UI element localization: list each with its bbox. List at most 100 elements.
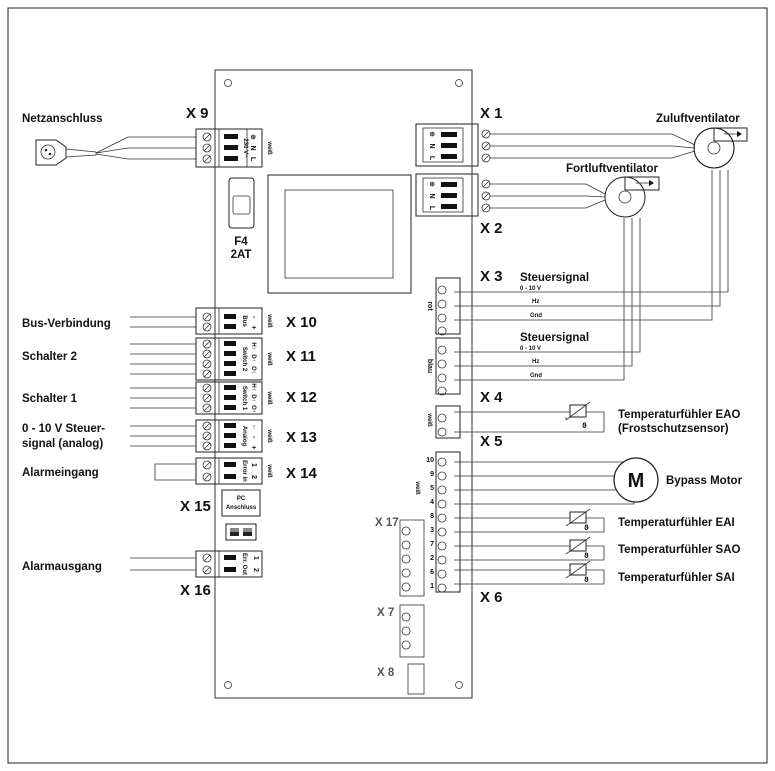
x12-connector bbox=[195, 381, 263, 415]
steuersignal-gnd-1: Gnd bbox=[530, 313, 542, 319]
motor-symbol: M bbox=[628, 470, 645, 492]
sao-wires bbox=[454, 545, 605, 561]
eai-theta: ϑ bbox=[584, 524, 589, 532]
steuersignal-hz-2: Hz bbox=[532, 359, 539, 365]
x9-pin-voltage: 230 V~ bbox=[242, 138, 248, 158]
x12-pin-c: O↑ bbox=[250, 405, 256, 413]
x9-pin-n: N bbox=[249, 145, 256, 150]
x12-pin-b: D↑ bbox=[250, 394, 256, 401]
x14-pin-1: 1 bbox=[250, 463, 257, 467]
steuersignal-title-2: Steuersignal bbox=[520, 332, 589, 344]
fuse-name: F4 bbox=[234, 236, 248, 248]
steuersignal-volt-1: 0 - 10 V bbox=[520, 286, 541, 292]
x13-pin-name: Analog bbox=[241, 426, 247, 447]
pc-port bbox=[221, 489, 261, 517]
x13-label: X 13 bbox=[286, 429, 317, 446]
fortluft-label: Fortluftventilator bbox=[566, 163, 659, 175]
x14-color: weiß bbox=[266, 463, 272, 478]
steuersignal-title-1: Steuersignal bbox=[520, 272, 589, 284]
x16-pin-1: 1 bbox=[252, 556, 259, 560]
x9-color: weiß bbox=[266, 140, 272, 155]
x11-color: weiß bbox=[266, 351, 272, 366]
schalter1-label: Schalter 1 bbox=[22, 393, 78, 405]
x5-pin-numbers: 10 9 5 4 8 3 7 2 6 1 bbox=[426, 457, 434, 590]
x13-connector bbox=[195, 419, 263, 453]
mains-plug-icon bbox=[35, 139, 97, 166]
x5-pin: 3 bbox=[430, 527, 434, 534]
steuersignal-hz-1: Hz bbox=[532, 299, 539, 305]
x8-connector bbox=[407, 663, 425, 695]
x11-pin-b: D↑ bbox=[250, 354, 256, 361]
x5-pin: 7 bbox=[430, 541, 434, 548]
x4-color-blau: blau bbox=[426, 359, 433, 373]
x5-pin: 6 bbox=[430, 569, 434, 576]
x12-pin-name: Switch 1 bbox=[241, 386, 247, 411]
board-hole bbox=[224, 79, 232, 87]
x3-wires-rot bbox=[454, 170, 729, 321]
eai-wires bbox=[454, 517, 605, 533]
x5-pin: 1 bbox=[430, 583, 434, 590]
x4-label: X 4 bbox=[480, 389, 503, 406]
analog-wires bbox=[130, 425, 196, 447]
x13-pin-plus: + bbox=[252, 445, 256, 452]
x10-pin-minus: - bbox=[253, 314, 256, 321]
x14-pin-2: 2 bbox=[250, 475, 257, 479]
eai-label: Temperaturfühler EAI bbox=[618, 517, 735, 529]
x4-color: weiß bbox=[426, 412, 432, 427]
alarmeingang-label: Alarmeingang bbox=[22, 467, 99, 479]
sai-sensor-icon bbox=[565, 560, 591, 579]
x11-label: X 11 bbox=[286, 348, 316, 365]
x5-pin: 4 bbox=[430, 499, 434, 506]
board-hole bbox=[224, 681, 232, 689]
x10-label: X 10 bbox=[286, 314, 317, 331]
transformer bbox=[267, 174, 412, 294]
x1-pin-pe: ⊕ bbox=[428, 131, 436, 137]
bus-wires bbox=[130, 316, 196, 328]
fortluft-fan-icon bbox=[604, 176, 660, 218]
dip-switch bbox=[225, 523, 257, 541]
x2-label: X 2 bbox=[480, 220, 503, 237]
board-hole bbox=[455, 79, 463, 87]
x3-wires-blau bbox=[454, 218, 641, 381]
x5-pin: 5 bbox=[430, 485, 434, 492]
x16-pin-2: 2 bbox=[252, 568, 259, 572]
x4-connector bbox=[435, 405, 461, 439]
bypass-motor-icon bbox=[613, 457, 659, 503]
zuluft-label: Zuluftventilator bbox=[656, 113, 740, 125]
steuer-label-1: 0 - 10 V Steuer- bbox=[22, 423, 105, 435]
x5-pin: 8 bbox=[430, 513, 434, 520]
fuse-body bbox=[232, 195, 251, 215]
eao-label-1: Temperaturfühler EAO bbox=[618, 409, 741, 421]
x14-pin-name: Error In bbox=[241, 460, 247, 482]
schalter2-label: Schalter 2 bbox=[22, 351, 77, 363]
eao-theta: ϑ bbox=[582, 422, 587, 430]
x5-pin: 9 bbox=[430, 471, 434, 478]
sao-label: Temperaturfühler SAO bbox=[618, 544, 741, 556]
schalter1-wires bbox=[130, 387, 196, 409]
x16-pin-name: Err. Out bbox=[241, 553, 247, 575]
x8-label: X 8 bbox=[377, 667, 395, 679]
x1-pin-l: L bbox=[428, 156, 435, 161]
x16-connector bbox=[195, 550, 263, 578]
x9-pin-l: L bbox=[249, 157, 256, 162]
x7-label: X 7 bbox=[377, 607, 394, 619]
x14-connector bbox=[195, 457, 263, 485]
sai-label: Temperaturfühler SAI bbox=[618, 572, 735, 584]
transformer-core bbox=[284, 189, 394, 279]
x9-cable bbox=[95, 136, 196, 160]
pc-label-1: PC bbox=[237, 496, 246, 502]
netzanschluss-label: Netzanschluss bbox=[22, 113, 103, 125]
x9-pin-pe: ⊕ bbox=[249, 134, 257, 140]
x5-color: weiß bbox=[414, 480, 420, 495]
schalter2-wires bbox=[130, 343, 196, 375]
x1-label: X 1 bbox=[480, 105, 503, 122]
x12-pin-a: H↑ bbox=[250, 383, 256, 390]
x5-pin: 2 bbox=[430, 555, 434, 562]
alarmeingang-wires bbox=[154, 463, 196, 481]
x17-label: X 17 bbox=[375, 517, 399, 529]
x10-connector bbox=[195, 307, 263, 335]
x13-pin-minus: - bbox=[253, 434, 256, 441]
x11-pin-a: H↑ bbox=[250, 342, 256, 349]
x10-pin-plus: + bbox=[252, 325, 256, 332]
fuse-rating: 2AT bbox=[231, 249, 252, 261]
